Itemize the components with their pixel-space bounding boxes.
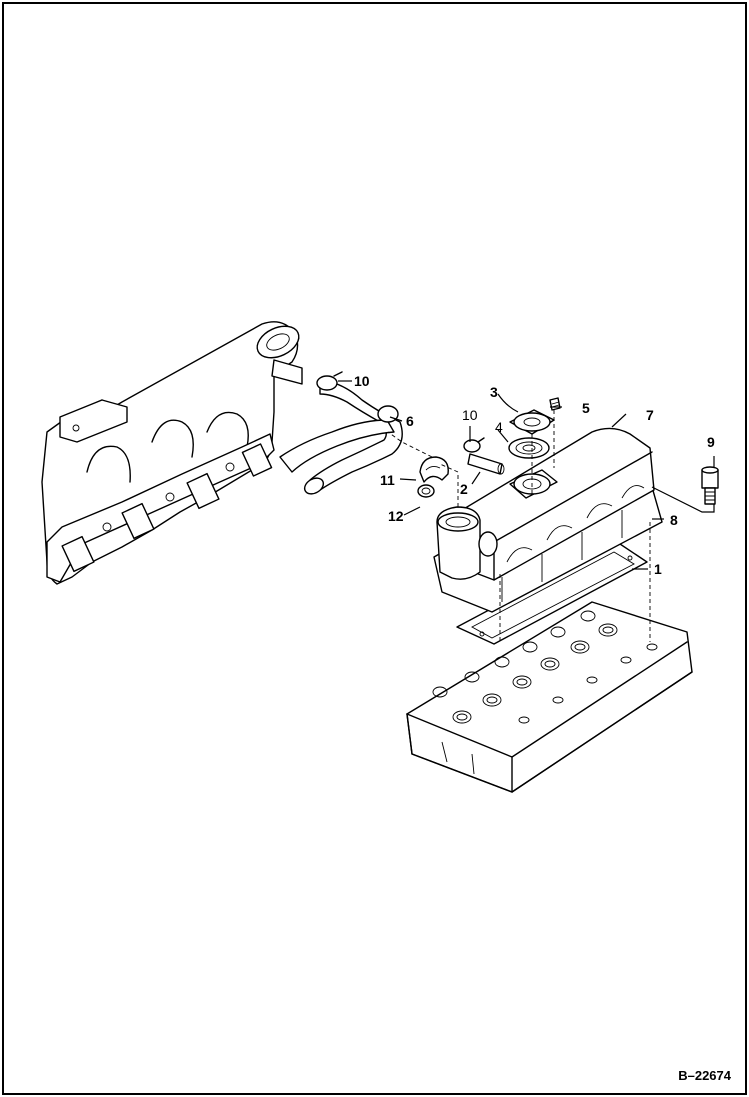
callout-6: 6 xyxy=(406,413,414,429)
fitting xyxy=(467,453,505,475)
filler-cap-seal xyxy=(419,456,449,483)
exploded-parts-diagram: 10 6 3 5 4 10 7 9 11 2 12 8 1 xyxy=(41,321,719,793)
breather-bolt xyxy=(549,397,561,411)
hose-clamp-lower xyxy=(463,437,485,453)
o-ring xyxy=(417,484,435,498)
callout-7: 7 xyxy=(646,407,654,423)
callout-10-lower: 10 xyxy=(462,407,478,423)
leader-lines xyxy=(338,380,715,642)
callout-8: 8 xyxy=(670,512,678,528)
breather-cap xyxy=(509,409,555,435)
callout-4: 4 xyxy=(495,419,503,435)
callout-9: 9 xyxy=(707,434,715,450)
valve-cover xyxy=(433,427,663,613)
callout-10-upper: 10 xyxy=(354,373,370,389)
callout-12: 12 xyxy=(388,508,404,524)
callout-labels: 10 6 3 5 4 10 7 9 11 2 12 8 1 xyxy=(354,373,715,577)
hose-clamp-upper xyxy=(316,371,343,391)
callout-2: 2 xyxy=(460,481,468,497)
breather-diaphragm xyxy=(508,437,550,459)
callout-11: 11 xyxy=(380,472,395,488)
callout-1: 1 xyxy=(654,561,662,577)
callout-3: 3 xyxy=(490,384,498,400)
intake-manifold xyxy=(41,321,303,585)
drain-plug xyxy=(701,466,719,505)
figure-code: B–22674 xyxy=(678,1068,731,1083)
cylinder-head xyxy=(406,601,693,793)
callout-5: 5 xyxy=(582,400,590,416)
